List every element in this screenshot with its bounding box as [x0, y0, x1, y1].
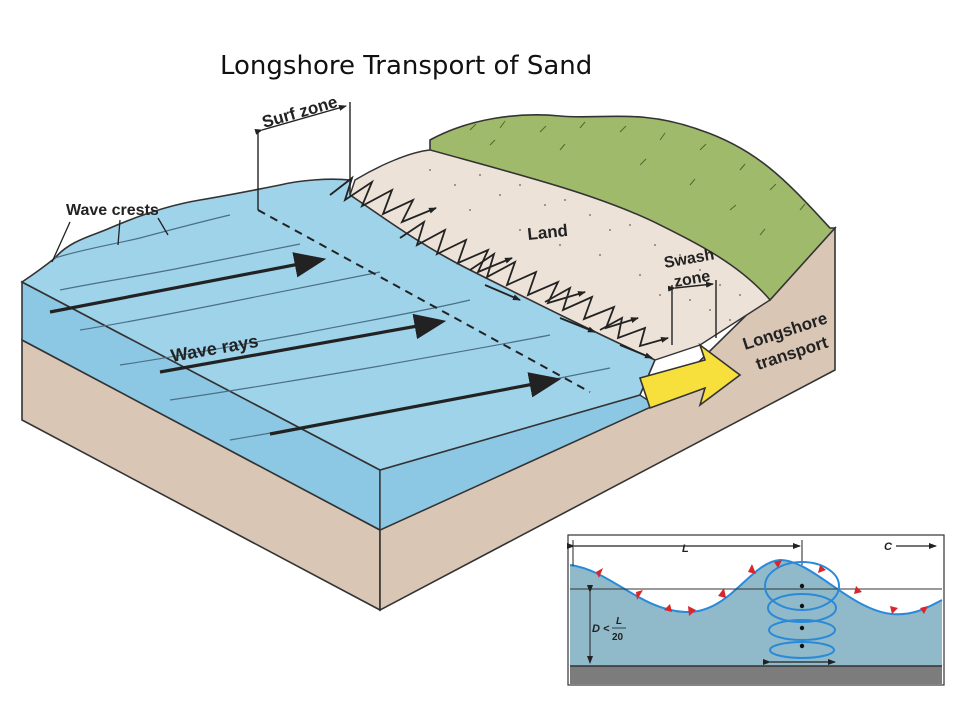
block-diagram: [20, 102, 837, 612]
swash-zone-bracket: [667, 280, 717, 345]
inset-celerity-label: C: [884, 541, 893, 553]
surf-zone-boundary: [257, 209, 591, 393]
orbital-inset: [567, 534, 945, 686]
land-label: Land: [526, 221, 568, 244]
inset-seabed: [570, 666, 942, 684]
inset-depth-numerator: L: [616, 616, 622, 627]
inset-orbits: [764, 561, 840, 659]
inset-depth-denominator: 20: [612, 632, 624, 643]
wave-crests-label: Wave crests: [66, 202, 159, 219]
beach-stipple: [429, 169, 741, 321]
inset-orbit-centers: [799, 583, 805, 649]
inset-depth-lhs: D <: [592, 623, 610, 635]
inset-water: [570, 560, 942, 668]
water-top: [20, 178, 657, 471]
surf-zone-label: Surf zone: [260, 92, 340, 132]
page-title: Longshore Transport of Sand: [220, 51, 592, 81]
wave-crest-pointers: [51, 217, 169, 263]
surf-zone-bracket: [254, 102, 351, 210]
grass-texture: [469, 120, 806, 236]
inset-wave-surface: [569, 558, 943, 616]
swash-zigzag-arrows: [329, 175, 669, 359]
longshore-transport-arrow: [638, 342, 742, 410]
inset-wavelength-label: L: [682, 543, 689, 555]
wave-ray-arrows: [49, 252, 562, 436]
inset-particle-markers: [596, 560, 928, 616]
zone-label: zone: [673, 268, 712, 291]
